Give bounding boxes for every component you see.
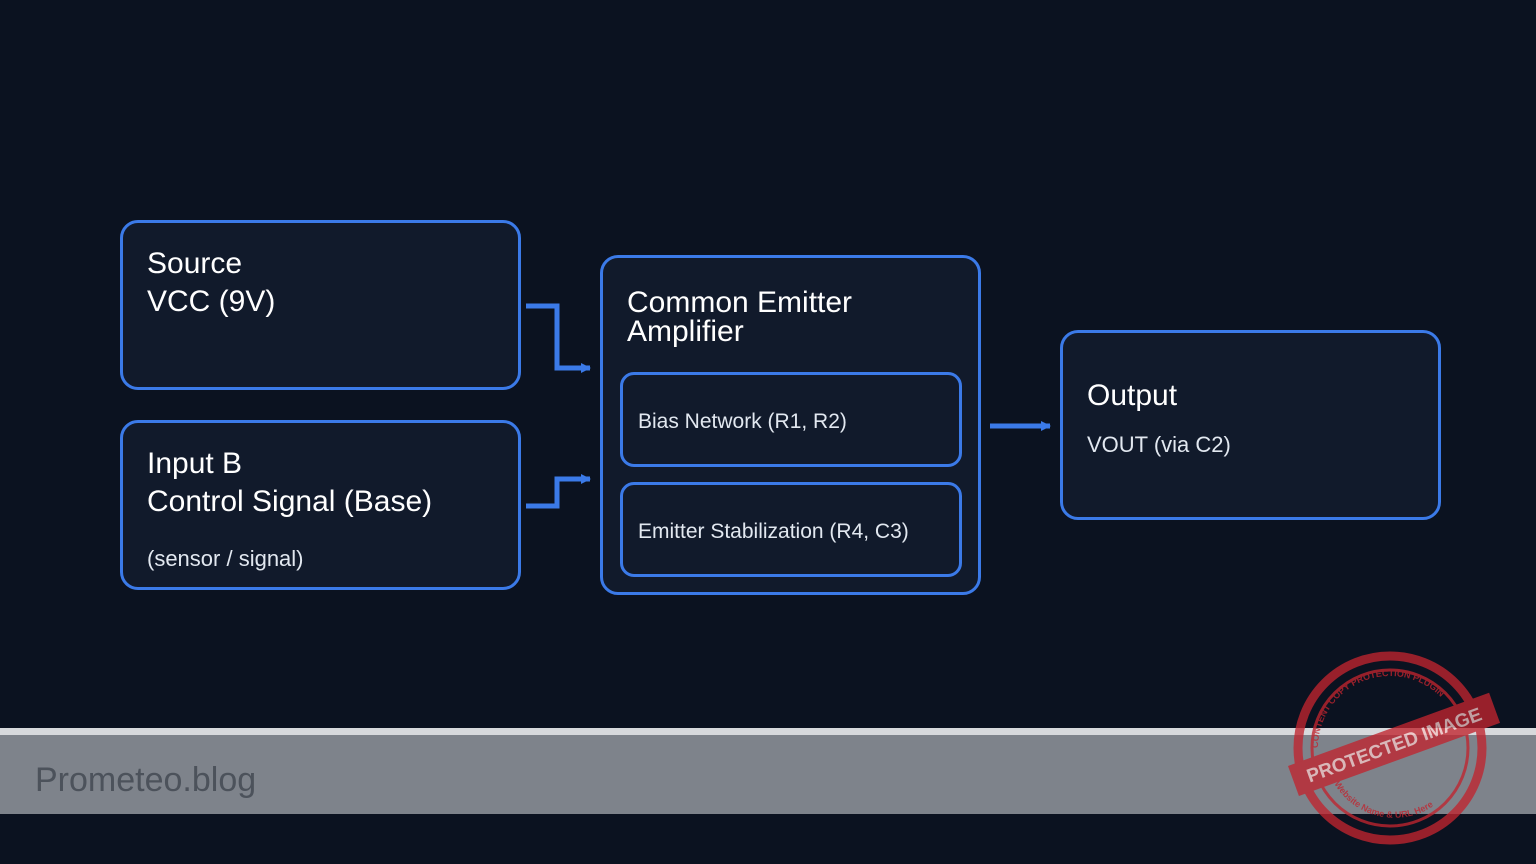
input-node: Input B Control Signal (Base) (sensor / … (120, 420, 521, 590)
bias-network-block: Bias Network (R1, R2) (620, 372, 962, 467)
amplifier-node: Common Emitter Amplifier Bias Network (R… (600, 255, 981, 595)
output-detail: VOUT (via C2) (1087, 432, 1231, 457)
input-note: (sensor / signal) (147, 546, 304, 571)
footer-brand: Prometeo.blog (35, 761, 257, 799)
source-title: Source (147, 247, 243, 280)
emitter-stabilization-label: Emitter Stabilization (R4, C3) (638, 520, 909, 543)
source-node: Source VCC (9V) (120, 220, 521, 390)
arrow-source-to-amplifier (526, 303, 591, 373)
emitter-stabilization-block: Emitter Stabilization (R4, C3) (620, 482, 962, 577)
input-title: Input B (147, 447, 243, 480)
output-title: Output (1087, 379, 1178, 412)
amplifier-title-line1: Common Emitter (627, 286, 853, 319)
input-detail: Control Signal (Base) (147, 485, 433, 518)
stamp-banner-text: PROTECTED IMAGE (1304, 704, 1485, 787)
protected-image-stamp-icon: CONTENT COPY PROTECTION PLUGIN My Websit… (1287, 651, 1501, 845)
amplifier-title-line2: Amplifier (627, 315, 744, 348)
bias-network-label: Bias Network (R1, R2) (638, 410, 847, 433)
source-detail: VCC (9V) (147, 285, 276, 318)
arrow-input-to-amplifier (526, 474, 591, 509)
footer-bar: Prometeo.blog (0, 728, 1536, 814)
output-node: Output VOUT (via C2) (1060, 330, 1441, 520)
